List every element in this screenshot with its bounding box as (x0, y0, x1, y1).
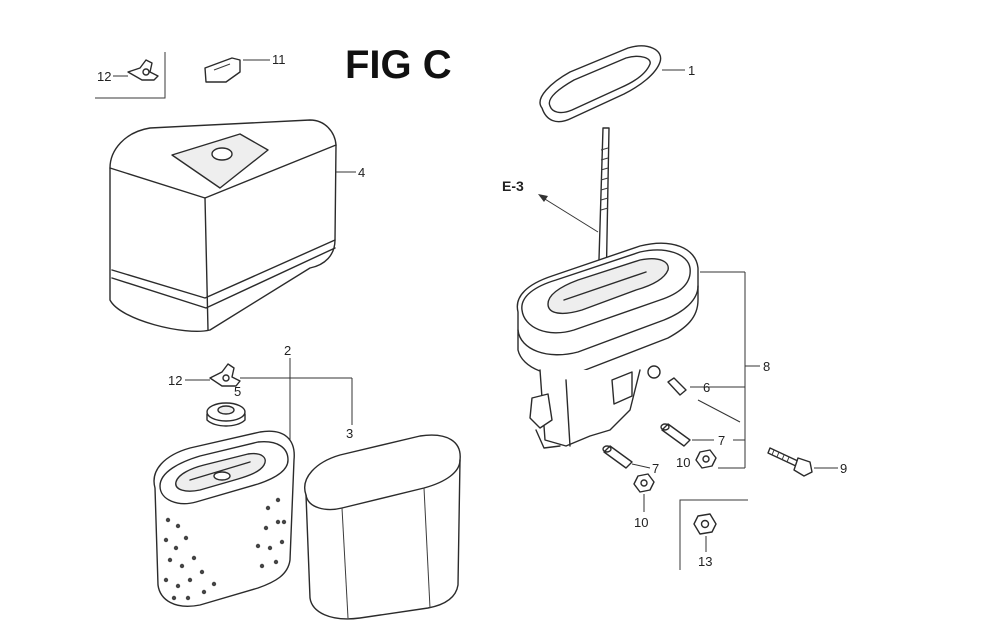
part-12-wing-nut-lower[interactable] (185, 363, 241, 387)
callout-5: 5 (234, 384, 241, 399)
callout-7-upper: 7 (718, 433, 725, 448)
figure-title: FIG C (345, 43, 452, 87)
callout-13: 13 (698, 554, 712, 569)
callout-10-lower: 10 (634, 515, 648, 530)
part-1-gasket[interactable] (539, 45, 685, 123)
part-5-grommet[interactable] (206, 402, 246, 427)
callout-6: 6 (703, 380, 710, 395)
callout-11: 11 (272, 52, 286, 67)
callout-7-lower: 7 (652, 461, 659, 476)
part-6-pin[interactable] (667, 377, 687, 396)
perforation-pattern (163, 497, 287, 601)
part-8-air-cleaner-base[interactable] (516, 242, 699, 449)
callout-4: 4 (358, 165, 365, 180)
part-3-pre-filter[interactable] (304, 434, 461, 620)
callout-12-lower: 12 (168, 373, 182, 388)
part-2-filter-element[interactable] (153, 430, 295, 607)
part-7-collar-lower[interactable] (602, 445, 633, 469)
part-9-bolt[interactable] (767, 447, 838, 477)
inset-box-bottom-right (679, 499, 748, 570)
reference-arrow (538, 194, 599, 233)
callout-9: 9 (840, 461, 847, 476)
callout-10-right: 10 (676, 455, 690, 470)
part-10-nut-lower[interactable] (633, 473, 655, 512)
callout-3: 3 (346, 426, 353, 441)
callout-1: 1 (688, 63, 695, 78)
callout-2: 2 (284, 343, 291, 358)
part-4-air-cleaner-cover[interactable] (109, 119, 356, 332)
callout-8: 8 (763, 359, 770, 374)
part-10-nut-right[interactable] (695, 449, 717, 469)
inset-box-top-left (95, 52, 166, 99)
reference-e3: E-3 (502, 178, 524, 194)
callout-12-top: 12 (97, 69, 111, 84)
part-12-wing-nut-top[interactable] (113, 59, 159, 81)
part-11-clip[interactable] (204, 57, 270, 83)
leader-bracket-8 (690, 271, 760, 469)
part-13-nut[interactable] (693, 513, 717, 552)
part-7-collar-upper[interactable] (660, 423, 691, 447)
